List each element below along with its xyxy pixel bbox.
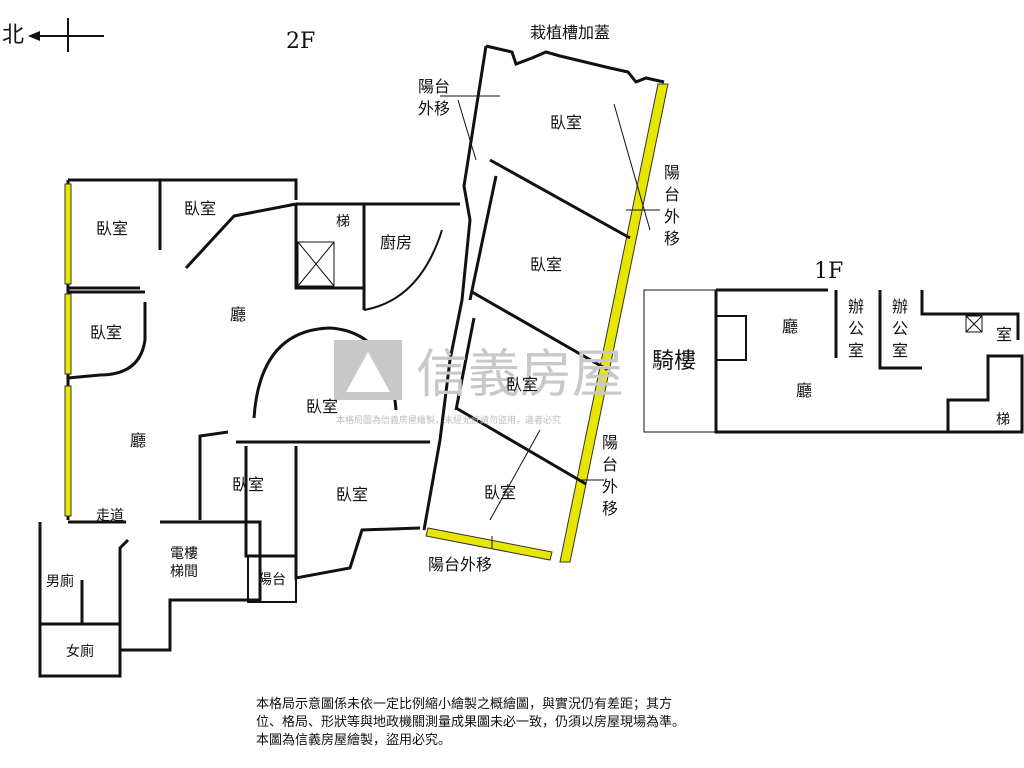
balcony-label: 陽台	[258, 572, 286, 588]
bedroom-label: 臥室	[90, 323, 122, 342]
disclaimer-line: 本格局示意圖係未依一定比例縮小繪製之概繪圖，與實況仍有差距；其方	[256, 697, 673, 712]
living-room-label: 廳	[230, 305, 246, 324]
balcony-moved-right-1: 陽	[664, 163, 680, 182]
bedroom-label: 臥室	[484, 483, 516, 502]
office-label-1: 辦	[848, 297, 864, 316]
balcony-moved-lower-1: 陽	[602, 433, 618, 452]
arcade-label: 騎樓	[652, 349, 696, 374]
floor-1f-labels: 騎樓 廳 廳 辦 公 室 辦 公 室 室 梯	[652, 297, 1012, 428]
office-label-1: 辦	[892, 297, 908, 316]
disclaimer-line: 本圖為信義房屋繪製，盜用必究。	[256, 733, 452, 748]
balcony-moved-lower-2: 台	[602, 455, 618, 474]
bedroom-label: 臥室	[336, 485, 368, 504]
balcony-moved-lower-3: 外	[602, 477, 618, 496]
disclaimer: 本格局示意圖係未依一定比例縮小繪製之概繪圖，與實況仍有差距；其方 位、格局、形狀…	[256, 696, 816, 750]
womens-toilet-label: 女廁	[66, 643, 94, 660]
floor-1f-title: 1F	[814, 259, 843, 284]
planter-note: 栽植槽加蓋	[530, 23, 610, 42]
floor-2f-left-walls	[38, 178, 460, 678]
bedroom-label: 臥室	[232, 475, 264, 494]
office-label-2: 公	[892, 319, 908, 338]
elevator-label-2: 梯間	[170, 564, 198, 580]
floor-2f-right-wing	[422, 44, 669, 563]
balcony-moved-note-top-2: 外移	[418, 99, 450, 118]
disclaimer-line: 位、格局、形狀等與地政機關測量成果圖未必一致，仍須以房屋現場為準。	[256, 715, 686, 730]
bedroom-label: 臥室	[306, 397, 338, 416]
bedroom-label: 臥室	[530, 255, 562, 274]
stairs-label: 梯	[336, 214, 350, 230]
balcony-moved-right-4: 移	[664, 229, 680, 248]
office-label-3: 室	[892, 341, 908, 360]
living-room-label: 廳	[130, 431, 146, 450]
office-label-2: 公	[848, 319, 864, 338]
floor-2f-title: 2F	[286, 29, 315, 54]
watermark: 信義房屋 本格局圖為信義房屋繪製，未經允許請勿盜用，違者必究	[334, 340, 624, 426]
living-room-label: 廳	[782, 317, 798, 336]
floor-1f-walls	[643, 288, 1024, 434]
north-arrow: 北	[2, 18, 104, 52]
bedroom-label: 臥室	[506, 375, 538, 394]
kitchen-label: 廚房	[380, 233, 412, 252]
stairs-label: 梯	[996, 412, 1010, 428]
balcony-moved-bottom: 陽台外移	[428, 555, 492, 574]
north-label: 北	[2, 23, 24, 48]
west-windows	[64, 183, 72, 517]
balcony-moved-right-2: 台	[664, 185, 680, 204]
elevator-label-1: 電樓	[170, 546, 198, 562]
room-label: 室	[996, 325, 1012, 344]
floor-2f-labels: 栽植槽加蓋 陽台 外移 陽 台 外 移 陽 台 外 移 陽台外移 臥室 臥室 臥…	[46, 23, 680, 660]
bedroom-label: 臥室	[550, 113, 582, 132]
bedroom-label: 臥室	[184, 199, 216, 218]
mens-toilet-label: 男廁	[46, 573, 74, 590]
balcony-moved-lower-4: 移	[602, 499, 618, 518]
balcony-moved-note-top-1: 陽台	[418, 77, 450, 96]
office-label-3: 室	[848, 341, 864, 360]
watermark-brand: 信義房屋	[416, 345, 624, 405]
watermark-notice: 本格局圖為信義房屋繪製，未經允許請勿盜用，違者必究	[336, 414, 561, 426]
balcony-moved-right-3: 外	[664, 207, 680, 226]
corridor-label: 走道	[96, 508, 124, 524]
living-room-label: 廳	[796, 381, 812, 400]
bedroom-label: 臥室	[96, 219, 128, 238]
